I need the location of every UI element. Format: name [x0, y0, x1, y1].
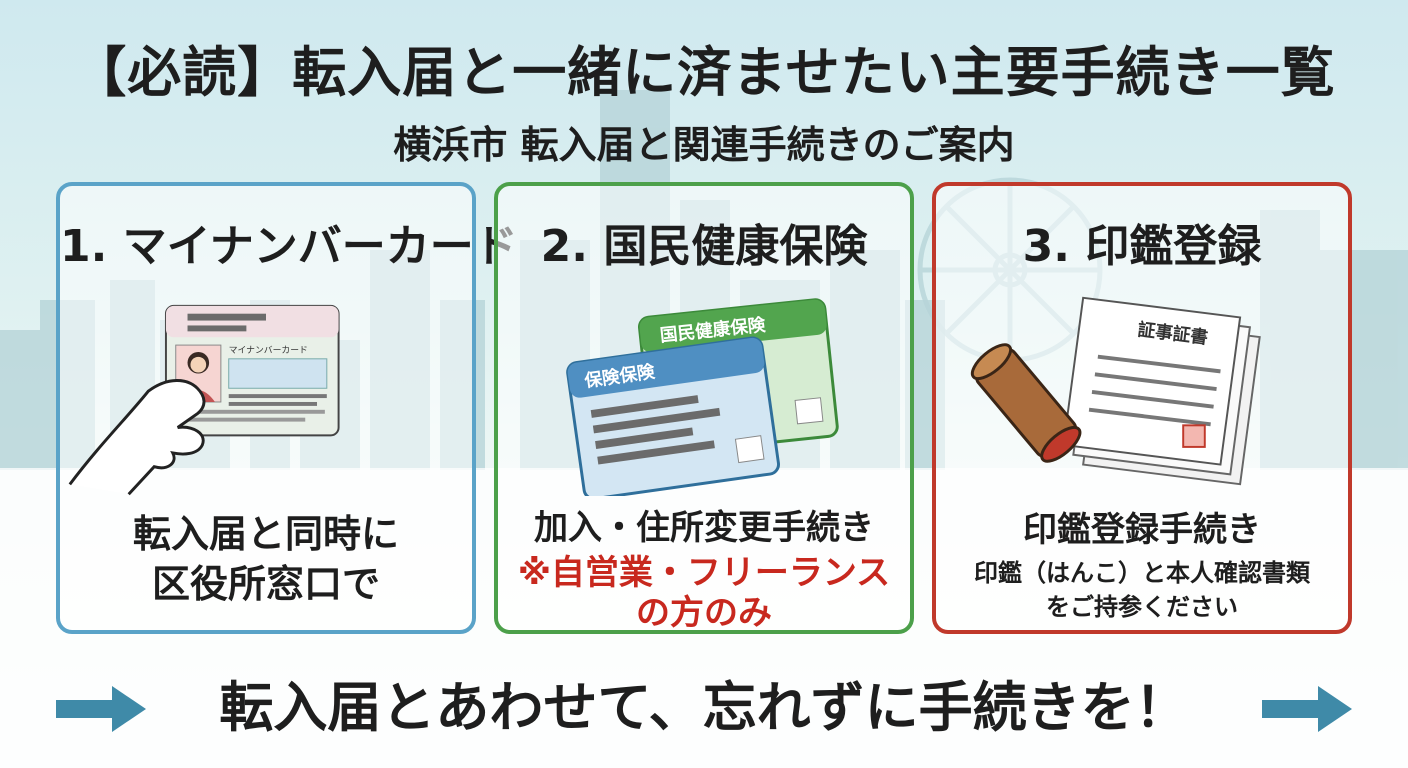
- card-line: 印鑑（はんこ）と本人確認書類: [974, 559, 1310, 587]
- page-title: 【必読】転入届と一緒に済ませたい主要手続き一覧: [72, 41, 1336, 104]
- card-heading: 2. 国民健康保険: [540, 221, 868, 272]
- card-health-insurance: 2. 国民健康保険 国民健康保険 保険保険 加入・住所変更手続き ※自営業・フリ…: [494, 182, 914, 634]
- card-my-number: 1. マイナンバーカード マイナンバーカード 転: [56, 182, 518, 634]
- card-line: をご持参ください: [1046, 593, 1238, 621]
- card-heading: 3. 印鑑登録: [1022, 221, 1262, 272]
- svg-text:マイナンバーカード: マイナンバーカード: [229, 345, 308, 356]
- card-line: 転入届と同時に: [132, 512, 399, 556]
- seal-and-document-illustration: 証事証書: [970, 296, 1261, 486]
- card-note: の方のみ: [636, 593, 772, 633]
- card-line: 区役所窓口で: [151, 562, 380, 606]
- document-icon: 証事証書: [1062, 296, 1261, 486]
- card-seal-registration: 3. 印鑑登録 証事証書: [932, 182, 1352, 634]
- insurance-cards-illustration: 国民健康保険 保険保険: [566, 298, 839, 496]
- page-subtitle: 横浜市 転入届と関連手続きのご案内: [393, 123, 1015, 167]
- footer-message: 転入届とあわせて、忘れずに手続きを！: [219, 676, 1189, 739]
- card-line: 加入・住所変更手続き: [534, 508, 874, 548]
- card-line: 印鑑登録手続き: [1023, 510, 1261, 550]
- arrow-right-icon: [1262, 686, 1352, 732]
- insurance-card-front-icon: 保険保険: [566, 336, 780, 496]
- id-card-in-hand-illustration: マイナンバーカード: [68, 304, 340, 496]
- card-heading: 1. マイナンバーカード: [60, 221, 518, 272]
- seal-stamp-icon: [970, 343, 1082, 463]
- hand-icon: [68, 379, 206, 496]
- arrow-right-icon: [56, 686, 146, 732]
- card-note: ※自営業・フリーランス: [517, 553, 891, 593]
- id-card-icon: マイナンバーカード: [164, 304, 340, 437]
- footer-banner: 転入届とあわせて、忘れずに手続きを！: [0, 668, 1408, 748]
